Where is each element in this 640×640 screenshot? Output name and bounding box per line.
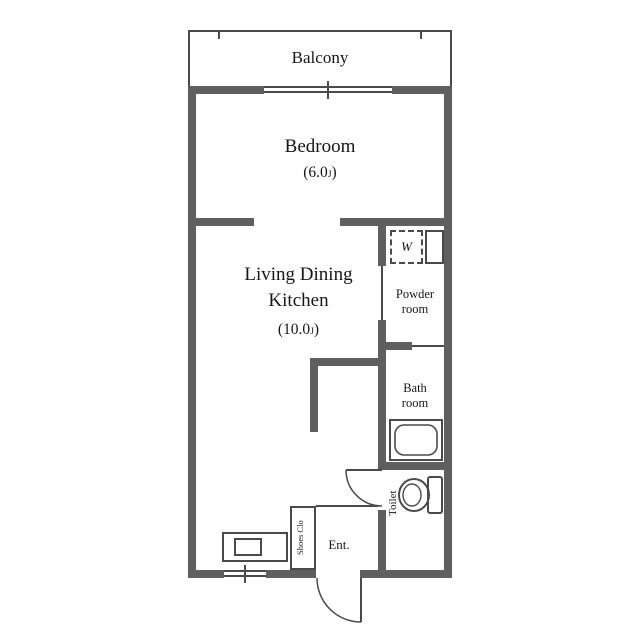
ldk-name-line2: Kitchen	[268, 289, 329, 311]
powder-room-line2: room	[401, 302, 429, 316]
wall-kitchen-stub	[310, 366, 318, 432]
balcony-divider-left	[218, 30, 220, 39]
wall-powder-left-upper	[378, 226, 386, 266]
wall-mid-horizontal	[310, 358, 386, 366]
ldk-name-line1: Living Dining	[244, 264, 353, 285]
ldk-size-open: (10.0	[277, 320, 311, 338]
bedroom-label: Bedroom (6.0J)	[196, 136, 444, 182]
bath-room-label: Bath room	[386, 381, 444, 411]
window-bottom-center-tick	[244, 565, 246, 583]
wall-bath-toilet-divider	[378, 462, 444, 470]
bathtub-outer	[389, 419, 443, 461]
bedroom-size-close: )	[331, 163, 337, 181]
wall-bottom-middle	[266, 570, 316, 578]
toilet-label: Toilet	[387, 490, 399, 516]
wall-powder-left-lower	[378, 320, 386, 366]
bath-room-line2: room	[401, 396, 429, 410]
bathtub-inner	[394, 424, 438, 456]
wall-right	[444, 86, 452, 578]
door-powder-sliding-line	[381, 266, 383, 320]
entrance-door-arc	[316, 577, 362, 623]
ldk-size: (10.0J)	[196, 321, 401, 340]
balcony-rail-top	[188, 30, 452, 32]
wall-top-left	[188, 86, 264, 94]
wall-powder-bath-divider	[386, 342, 412, 350]
wall-bedroom-divider-right	[340, 218, 444, 226]
wall-top-right	[392, 86, 452, 94]
bedroom-name: Bedroom	[284, 136, 356, 157]
bedroom-size-unit: J	[327, 168, 332, 180]
ldk-label: Living Dining Kitchen (10.0J)	[196, 264, 401, 339]
washer-label: W	[401, 239, 412, 254]
entrance-label: Ent.	[328, 537, 350, 552]
door-bath-line	[412, 345, 444, 347]
wall-bedroom-divider-left	[196, 218, 254, 226]
powder-room-label: Powder room	[386, 287, 444, 317]
wall-bottom-right	[360, 570, 452, 578]
wall-toilet-left-lower	[378, 510, 386, 570]
ldk-size-unit: J	[310, 325, 314, 337]
balcony-divider-right	[420, 30, 422, 39]
washstand-box	[425, 230, 444, 264]
balcony-rail-right	[450, 30, 452, 86]
balcony-rail-left	[188, 30, 190, 86]
toilet-bowl-outer	[398, 478, 430, 512]
entrance-step-line	[316, 505, 378, 507]
toilet-door-arc	[345, 469, 383, 507]
toilet-tank	[427, 476, 443, 514]
window-top-center-tick	[327, 81, 329, 99]
washer-space-box: W	[390, 230, 423, 264]
balcony-label: Balcony	[291, 48, 349, 67]
shoes-closet-box	[290, 506, 316, 570]
ldk-size-close: )	[313, 320, 320, 338]
wall-bottom-left	[188, 570, 224, 578]
shoes-closet-label: Shoes Clo	[295, 520, 305, 556]
bath-room-line1: Bath	[403, 381, 427, 395]
wall-bath-left	[378, 366, 386, 470]
bedroom-size: (6.0J)	[196, 164, 444, 183]
powder-room-line1: Powder	[395, 287, 435, 301]
kitchen-counter	[222, 532, 288, 562]
wall-left	[188, 86, 196, 578]
bedroom-size-open: (6.0	[303, 163, 328, 181]
kitchen-sink	[234, 538, 262, 556]
toilet-bowl-inner	[402, 483, 422, 507]
